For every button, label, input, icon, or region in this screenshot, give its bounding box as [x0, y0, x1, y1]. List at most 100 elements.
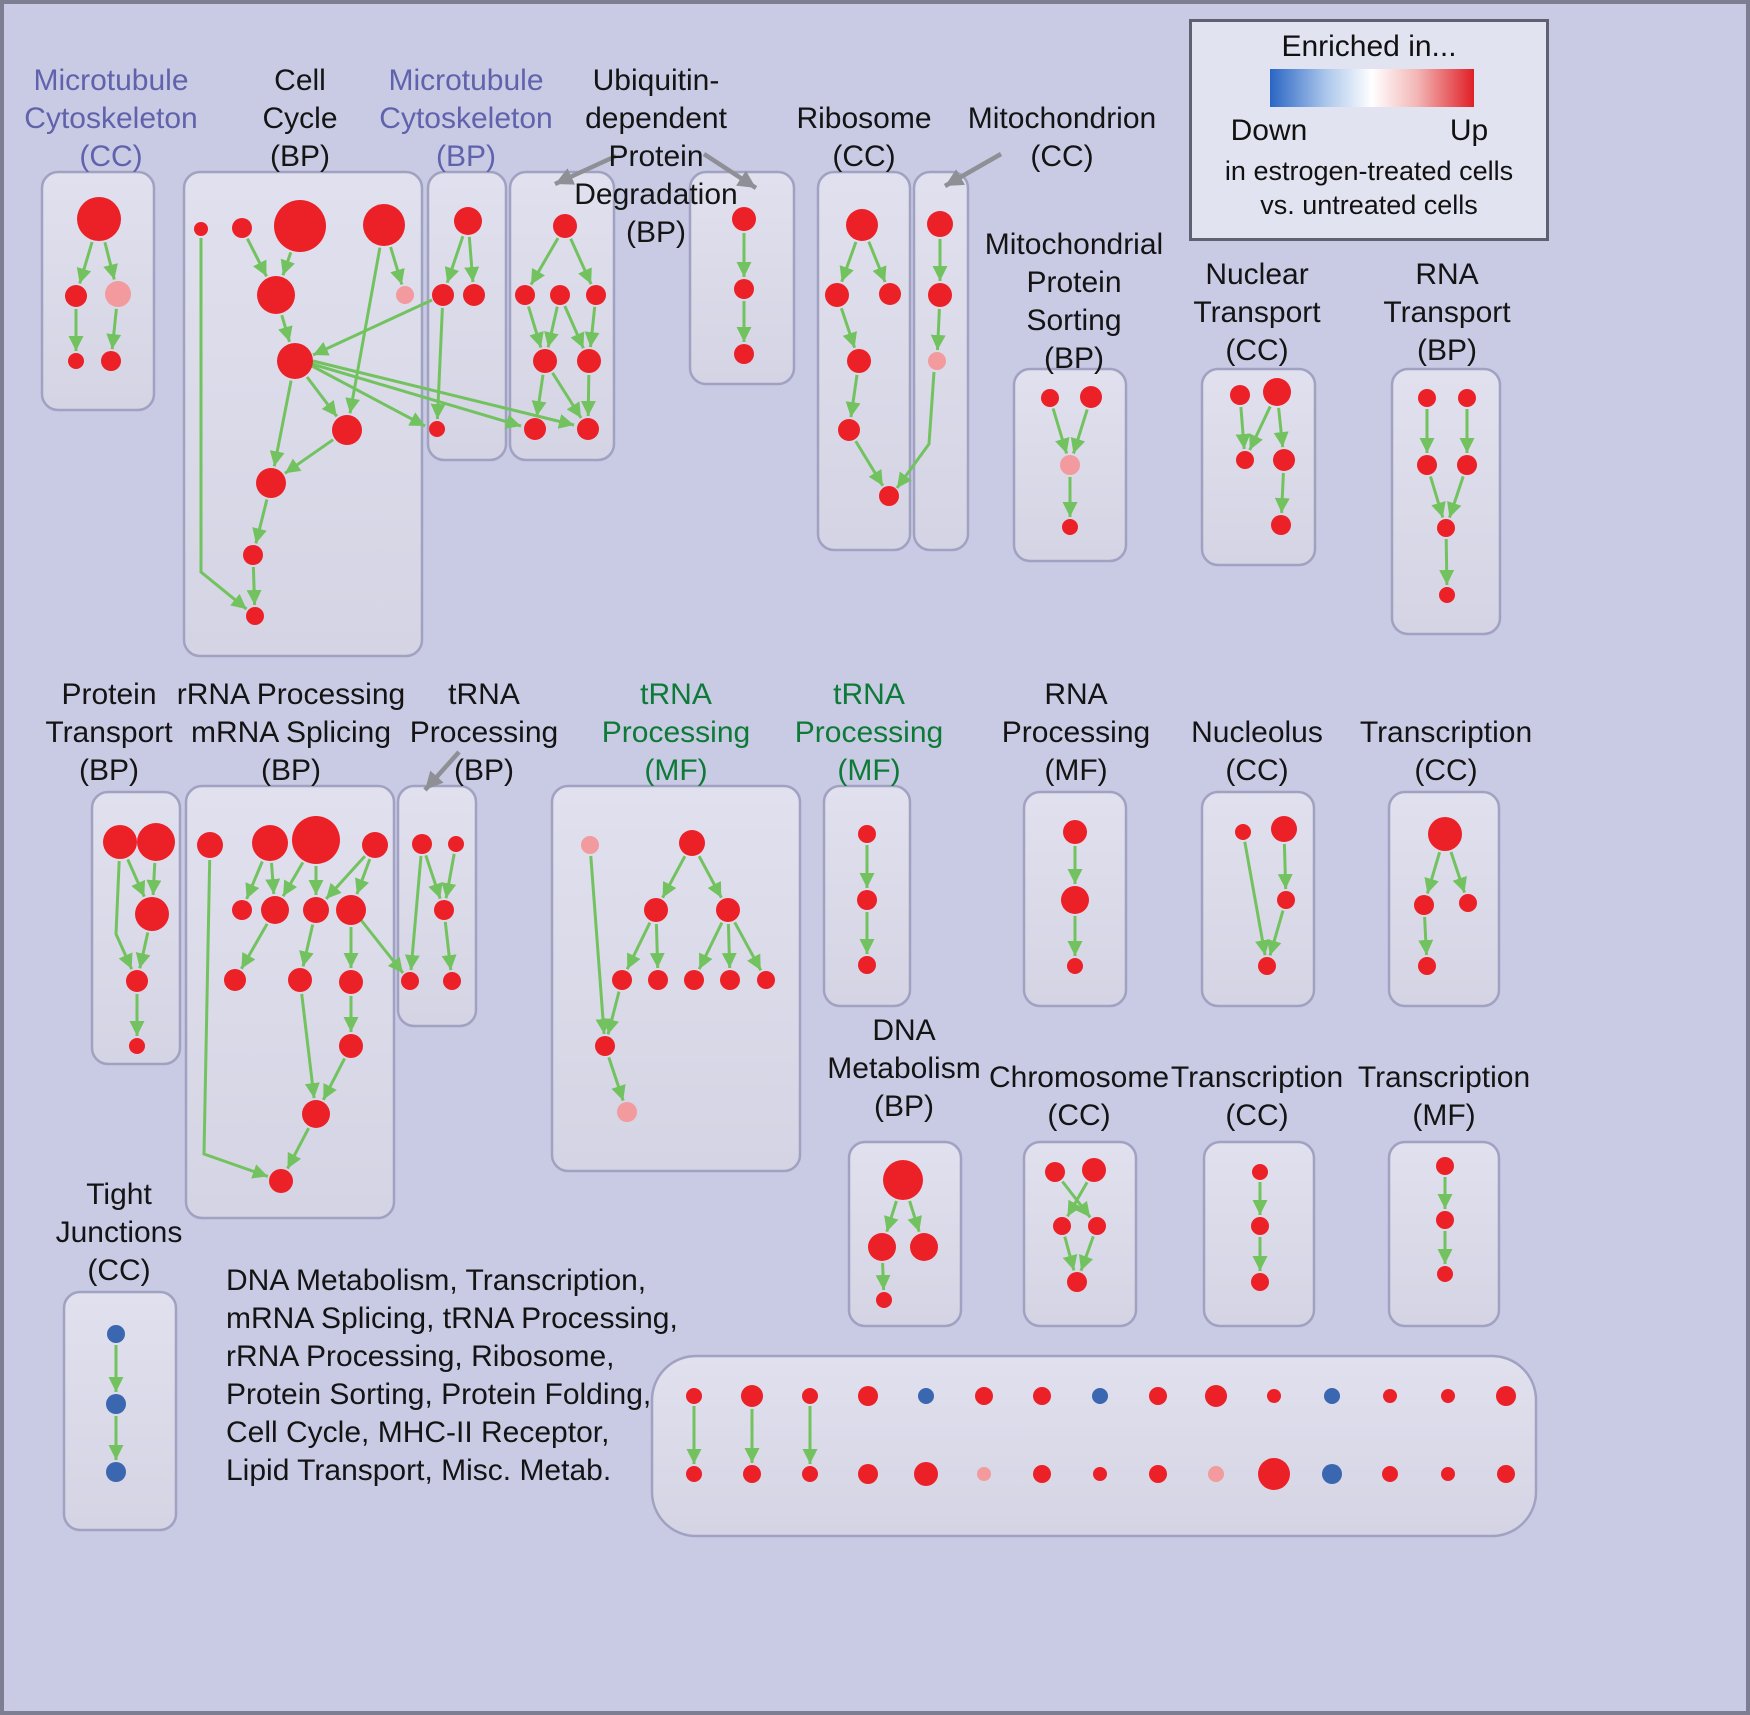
- go-term-node-red: [1149, 1387, 1167, 1405]
- go-term-node-red: [65, 285, 87, 307]
- edge-arrow: [1429, 476, 1446, 518]
- go-term-node-pink: [1208, 1466, 1224, 1482]
- legend-box: Enriched in... Down Up in estrogen-treat…: [1189, 19, 1549, 241]
- legend-subtitle-1: in estrogen-treated cells: [1224, 156, 1514, 186]
- go-term-node-red: [1271, 816, 1297, 842]
- edge-arrow: [839, 241, 858, 283]
- go-term-node-red: [524, 418, 546, 440]
- edge-arrow: [240, 923, 269, 970]
- go-term-node-red: [1088, 1217, 1106, 1235]
- go-term-node-blue: [106, 1394, 126, 1414]
- go-term-node-red: [1061, 886, 1089, 914]
- edge-arrow: [76, 241, 94, 284]
- edge-arrow: [625, 921, 652, 970]
- legend-up-label: Up: [1449, 114, 1489, 147]
- go-term-node-red: [246, 607, 264, 625]
- go-term-node-red: [257, 276, 295, 314]
- go-term-node-red: [1252, 1164, 1268, 1180]
- edge-arrow: [441, 853, 457, 899]
- go-term-node-red: [550, 285, 570, 305]
- edge-arrow: [286, 1127, 310, 1170]
- go-term-node-red: [1441, 1467, 1455, 1481]
- edge-arrow: [245, 860, 264, 900]
- edge-arrow: [1449, 851, 1467, 894]
- go-term-node-red: [1458, 389, 1476, 407]
- go-term-node-red: [757, 971, 775, 989]
- go-term-node-red: [1080, 386, 1102, 408]
- go-term-node-red: [858, 1386, 878, 1406]
- go-term-node-red: [686, 1466, 702, 1482]
- go-term-node-red: [847, 349, 871, 373]
- edge-arrow: [1066, 1181, 1089, 1218]
- cross-group-edge-arrow: [312, 359, 575, 429]
- edge-arrow: [1079, 1235, 1095, 1272]
- group-label-ribosome-cc: Ribosome (CC): [796, 102, 932, 174]
- label-pointer-arrow: [943, 152, 1003, 188]
- edge-arrow: [1266, 910, 1285, 956]
- edge-arrow: [321, 1057, 346, 1101]
- go-term-node-red: [1441, 1389, 1455, 1403]
- group-box-microtubule-cytoskeleton-bp: [426, 170, 508, 462]
- edge-arrow: [146, 862, 162, 896]
- cross-group-edge-arrow: [311, 362, 522, 429]
- group-label-rna-processing-mf: RNA Processing (MF): [1001, 678, 1151, 788]
- edge-arrow: [527, 306, 544, 349]
- edge-arrow: [544, 306, 559, 348]
- go-term-node-red: [975, 1387, 993, 1405]
- go-term-node-red: [1271, 515, 1291, 535]
- go-term-node-red: [363, 204, 405, 246]
- go-term-node-red: [734, 344, 754, 364]
- go-term-node-red: [876, 1292, 892, 1308]
- go-term-node-red: [734, 279, 754, 299]
- go-term-node-red: [101, 351, 121, 371]
- go-term-node-red: [686, 1388, 702, 1404]
- go-term-node-red: [135, 897, 169, 931]
- edge-arrow: [1439, 538, 1455, 586]
- go-term-node-red: [1205, 1385, 1227, 1407]
- group-box-transcription-cc-1: [1387, 790, 1501, 1008]
- edge-arrow: [884, 1200, 899, 1233]
- group-box-rrna-processing-mrna-splicing-bp: [184, 784, 396, 1220]
- edge-arrow: [106, 308, 122, 350]
- group-label-mitochondrion-cc: Mitochondrion (CC): [967, 102, 1157, 174]
- group-label-rna-transport-bp: RNA Transport (BP): [1383, 258, 1511, 368]
- go-term-node-red: [644, 898, 668, 922]
- go-term-node-red: [1251, 1273, 1269, 1291]
- edge-arrow: [854, 440, 885, 487]
- go-term-node-red: [137, 823, 175, 861]
- group-label-ubiquitin-degradation-label: Ubiquitin- dependent Protein Degradation…: [574, 64, 738, 250]
- go-term-node-red: [825, 283, 849, 307]
- edge-arrow: [907, 1200, 922, 1233]
- go-term-node-red: [463, 284, 485, 306]
- edge-arrow: [126, 858, 146, 898]
- go-term-node-red: [288, 968, 312, 992]
- edge-arrow: [444, 235, 465, 284]
- go-term-node-red: [586, 285, 606, 305]
- edge-arrow: [103, 241, 118, 280]
- group-label-rrna-processing-mrna-splicing-bp: rRNA Processing mRNA Splicing (BP): [176, 678, 406, 788]
- group-label-transcription-mf: Transcription (MF): [1357, 1061, 1531, 1133]
- go-term-node-red: [732, 207, 756, 231]
- edge-arrow: [867, 241, 887, 283]
- edge-arrow: [199, 238, 248, 611]
- edge-arrow: [281, 861, 305, 897]
- edge-arrow: [529, 237, 560, 286]
- cross-group-edge-arrow: [895, 371, 936, 489]
- go-term-node-red: [269, 1169, 293, 1193]
- go-term-node-red: [432, 284, 454, 306]
- go-term-node-red: [868, 1233, 896, 1261]
- go-term-node-red: [1258, 957, 1276, 975]
- edge-arrow: [721, 923, 737, 969]
- go-term-node-pink: [977, 1467, 991, 1481]
- edge-arrow: [589, 855, 611, 1035]
- go-term-node-red: [1273, 449, 1295, 471]
- edge-arrow: [531, 374, 547, 417]
- group-label-misc-cluster: DNA Metabolism, Transcription, mRNA Spli…: [226, 1264, 678, 1488]
- legend-subtitle-2: vs. untreated cells: [1260, 190, 1478, 220]
- edge-arrow: [464, 236, 480, 283]
- go-term-node-red: [1258, 1458, 1290, 1490]
- go-term-node-red: [928, 283, 952, 307]
- go-term-node-red: [434, 900, 454, 920]
- go-term-node-red: [720, 970, 740, 990]
- edge-arrow: [551, 371, 583, 419]
